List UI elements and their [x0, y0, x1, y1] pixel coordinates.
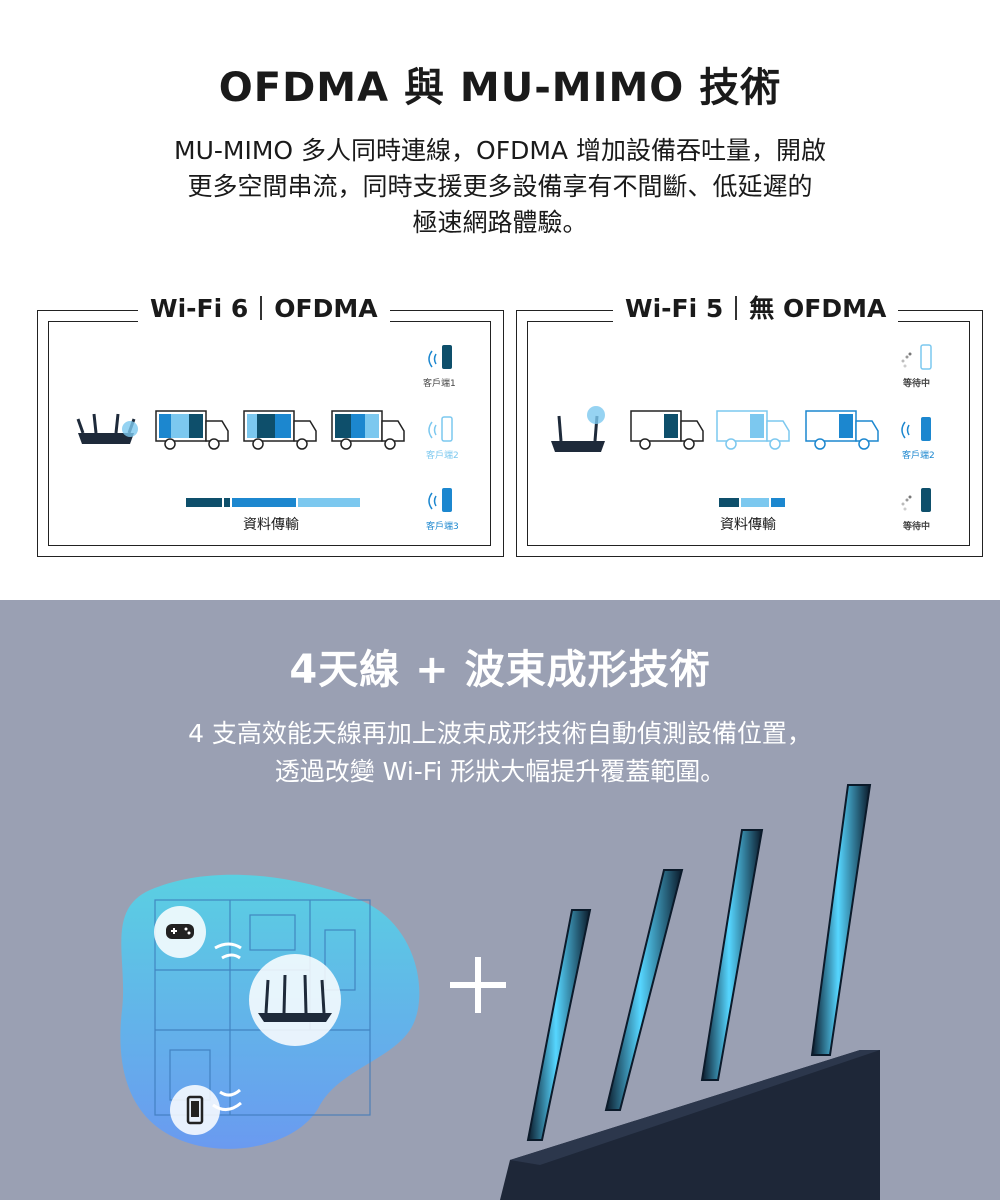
loading-icon	[901, 344, 932, 370]
beamforming-desc-line-2: 透過改變 Wi-Fi 形狀大幅提升覆蓋範圍。	[274, 757, 726, 786]
truck-icon	[243, 410, 317, 450]
client2-label: 客戶端2	[902, 451, 935, 461]
wifi5-panel: Wi-Fi 5 無 OFDMA	[516, 294, 983, 557]
wifi6-title-right: OFDMA	[274, 294, 378, 323]
title-separator	[260, 296, 263, 320]
antenna-icon	[810, 784, 872, 1056]
truck-icon	[155, 410, 229, 450]
client1-label: 客戶端1	[423, 379, 456, 389]
phone-icon	[170, 1085, 220, 1135]
beamforming-desc-line-1: 4 支高效能天線再加上波束成形技術自動偵測設備位置，	[188, 719, 812, 748]
antenna-icon	[604, 869, 684, 1111]
waiting3-label: 等待中	[903, 522, 931, 532]
ofdma-desc-line-2: 更多空間串流，同時支援更多設備享有不間斷、低延遲的	[187, 172, 813, 201]
coverage-map	[120, 874, 420, 1149]
wifi5-diagram	[551, 344, 932, 512]
truck-icon	[716, 410, 790, 450]
data-transfer-bar	[719, 498, 785, 507]
truck-icon	[331, 410, 405, 450]
client3-label: 客戶端3	[426, 522, 459, 532]
truck-icon	[630, 410, 704, 450]
data-transfer-label: 資料傳輸	[243, 517, 299, 533]
wifi6-panel-title: Wi-Fi 6 OFDMA	[138, 294, 390, 324]
waiting1-label: 等待中	[903, 379, 931, 389]
wifi6-diagram	[76, 345, 453, 512]
data-transfer-label: 資料傳輸	[720, 517, 776, 533]
wifi5-title-right: 無 OFDMA	[749, 294, 887, 323]
router-icon	[249, 954, 341, 1046]
wifi6-title-left: Wi-Fi 6	[150, 294, 249, 323]
loading-icon	[901, 488, 931, 512]
phone-icon	[428, 345, 452, 369]
client2-label: 客戶端2	[426, 451, 459, 461]
ofdma-section: OFDMA 與 MU-MIMO 技術 MU-MIMO 多人同時連線，OFDMA …	[37, 65, 983, 557]
ofdma-desc-line-3: 極速網路體驗。	[412, 208, 588, 237]
title-separator	[735, 296, 738, 320]
antenna-icon	[700, 829, 764, 1081]
phone-icon	[428, 488, 452, 512]
truck-icon	[805, 410, 879, 450]
router-icon	[551, 406, 605, 452]
wifi5-title-left: Wi-Fi 5	[625, 294, 724, 323]
router-icon	[76, 413, 138, 444]
wifi6-panel: Wi-Fi 6 OFDMA	[37, 294, 504, 557]
wifi5-panel-title: Wi-Fi 5 無 OFDMA	[613, 294, 899, 324]
section-title-ofdma: OFDMA 與 MU-MIMO 技術	[218, 65, 782, 111]
router-body	[500, 1050, 880, 1200]
gamepad-icon	[154, 906, 206, 958]
router-antennas	[500, 784, 880, 1200]
phone-icon	[901, 417, 931, 441]
beamforming-section: 4天線 + 波束成形技術 4 支高效能天線再加上波束成形技術自動偵測設備位置， …	[0, 600, 1000, 1200]
ofdma-desc-line-1: MU-MIMO 多人同時連線，OFDMA 增加設備吞吐量，開啟	[174, 136, 826, 165]
section-title-beamforming: 4天線 + 波束成形技術	[289, 647, 711, 693]
phone-icon	[428, 416, 453, 442]
antenna-icon	[526, 909, 592, 1141]
plus-icon	[450, 955, 510, 1015]
data-transfer-bar	[186, 498, 360, 507]
